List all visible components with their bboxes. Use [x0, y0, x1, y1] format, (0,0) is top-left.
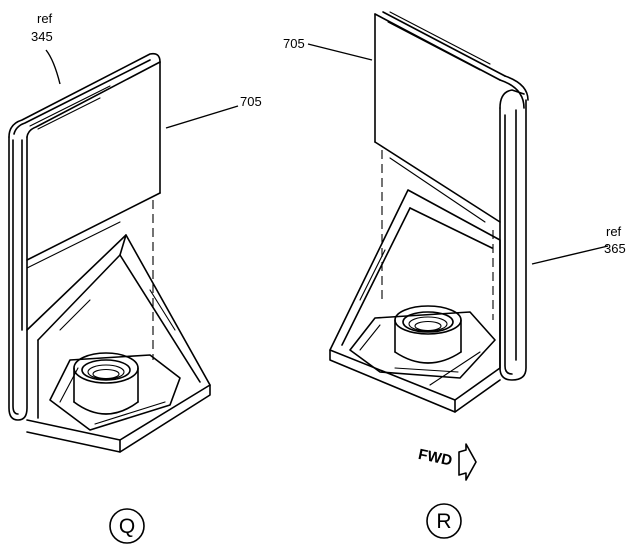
view-marker-q: Q	[109, 508, 145, 544]
bracket-view-q	[8, 52, 211, 453]
bracket-view-r	[329, 11, 529, 413]
forward-indicator: FWD	[417, 443, 477, 481]
label-ref-365-line1: ref	[606, 224, 622, 239]
forward-arrow-icon	[458, 443, 477, 481]
view-marker-r: R	[426, 503, 462, 539]
view-q-circle	[109, 508, 145, 544]
label-ref-365-line2: 365	[604, 241, 626, 256]
view-r-circle	[426, 503, 462, 539]
leader-ref-365	[531, 245, 609, 265]
fwd-label: FWD	[417, 446, 454, 470]
label-ref-345-line1: ref	[37, 11, 53, 26]
leader-ref-345	[45, 49, 61, 85]
leader-705-left	[165, 105, 239, 129]
view-r-label: R	[436, 510, 451, 533]
view-q-label: Q	[119, 515, 135, 538]
label-705-right: 705	[283, 36, 305, 51]
label-ref-345-line2: 345	[31, 29, 53, 44]
label-705-left: 705	[240, 94, 262, 109]
leader-705-right	[307, 43, 373, 61]
